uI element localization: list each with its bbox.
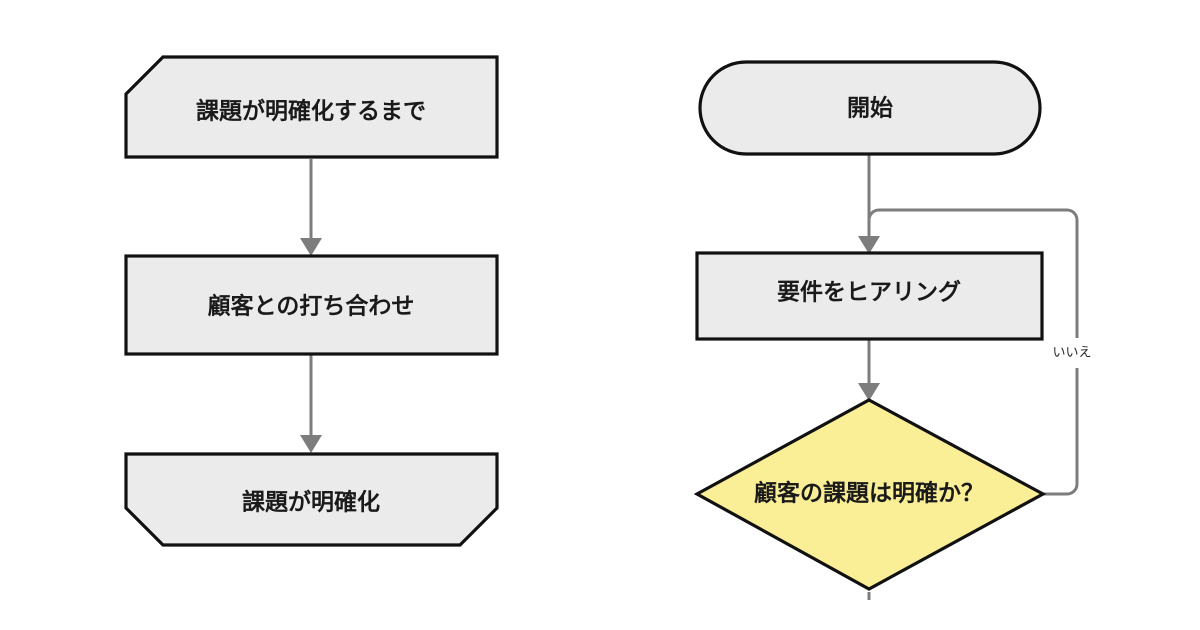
node-hearing-label: 要件をヒアリング (777, 279, 961, 306)
node-loop-end-shape[interactable] (124, 452, 499, 547)
node-loop-end-label: 課題が明確化 (242, 489, 380, 516)
node-decision[interactable]: 顧客の課題は明確か？ (693, 398, 1047, 591)
connector-start-to-hearing (858, 154, 880, 254)
connector-loopstart-to-meeting (300, 159, 322, 256)
node-meeting-shape[interactable] (124, 254, 499, 356)
connector-meeting-to-loopend (300, 355, 322, 453)
node-decision-shape[interactable] (693, 398, 1047, 591)
node-meeting-label: 顧客との打ち合わせ (208, 293, 415, 320)
connector-decision-loopback-no: いいえ (867, 208, 1092, 496)
node-start-label: 開始 (847, 95, 893, 122)
node-decision-label: 顧客の課題は明確か？ (754, 480, 984, 507)
node-loop-start[interactable]: 課題が明確化するまで (124, 55, 499, 159)
node-meeting[interactable]: 顧客との打ち合わせ (124, 254, 499, 356)
node-start-shape[interactable] (698, 60, 1042, 156)
node-loop-start-shape[interactable] (124, 55, 499, 159)
flow-group-right: いいえ 開始 要件をヒアリング 顧客の課題は明確か？ (693, 60, 1092, 600)
flow-group-left: 課題が明確化するまで 顧客との打ち合わせ 課題が明確化 (124, 55, 499, 547)
connector-hearing-to-decision (858, 339, 880, 401)
connector-label-no: いいえ (1052, 346, 1091, 361)
node-loop-end[interactable]: 課題が明確化 (124, 452, 499, 547)
node-loop-start-label: 課題が明確化するまで (196, 98, 426, 125)
node-hearing-shape[interactable] (695, 251, 1044, 341)
node-hearing[interactable]: 要件をヒアリング (695, 251, 1044, 341)
node-start[interactable]: 開始 (698, 60, 1042, 156)
